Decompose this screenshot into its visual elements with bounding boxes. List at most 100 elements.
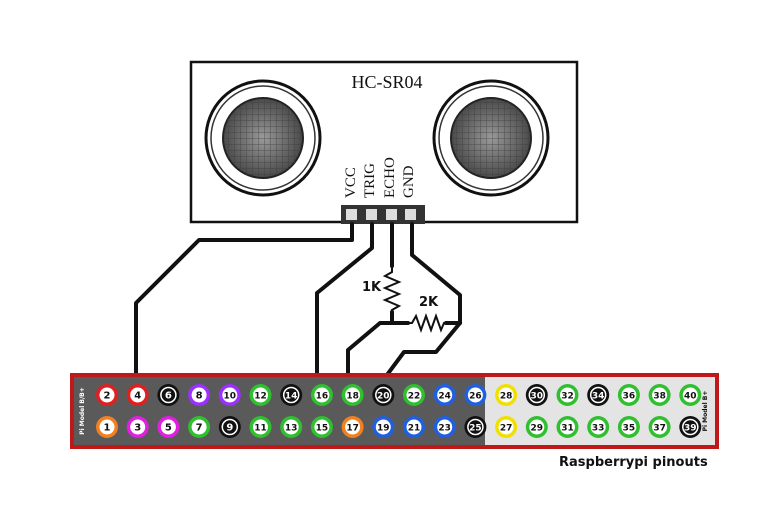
gpio-pin-19: 19 bbox=[372, 416, 395, 438]
gpio-pin-center bbox=[130, 387, 146, 403]
gpio-pin-30: 30 bbox=[525, 384, 548, 406]
gpio-pin-center bbox=[283, 419, 299, 435]
gpio-pin-14: 14 bbox=[280, 384, 303, 406]
gpio-pin-center bbox=[314, 387, 330, 403]
pin-label-trig: TRIG bbox=[362, 163, 378, 198]
hc-sr04-sensor: HC-SR04 VCC TRIG ECHO GND bbox=[189, 60, 579, 224]
gpio-pin-center bbox=[406, 387, 422, 403]
header-caption: Raspberrypi pinouts bbox=[559, 455, 708, 470]
gpio-pin-center bbox=[589, 386, 607, 404]
gpio-pin-23: 23 bbox=[433, 416, 456, 438]
gpio-pin-center bbox=[253, 387, 268, 403]
gpio-pin-center bbox=[437, 419, 453, 435]
gpio-pin-15: 15 bbox=[310, 416, 333, 438]
wire-vcc bbox=[134, 222, 354, 389]
gpio-pin-center bbox=[467, 418, 484, 436]
gpio-pin-number: 5 bbox=[165, 423, 172, 434]
gpio-pin-center bbox=[282, 386, 300, 404]
gpio-pin-38: 38 bbox=[648, 384, 671, 406]
gpio-pin-number: 21 bbox=[408, 424, 421, 434]
gpio-pin-35: 35 bbox=[617, 416, 640, 438]
gpio-pin-center bbox=[314, 419, 330, 435]
gpio-pin-8: 8 bbox=[188, 384, 211, 406]
gpio-pin-number: 34 bbox=[592, 392, 605, 402]
gpio-pin-center bbox=[99, 387, 115, 403]
gpio-pin-22: 22 bbox=[403, 384, 425, 406]
gpio-pin-center bbox=[528, 386, 546, 404]
gpio-pin-39: 39 bbox=[679, 416, 702, 438]
gpio-pin-number: 14 bbox=[285, 392, 298, 402]
gpio-pin-7: 7 bbox=[188, 416, 211, 438]
gpio-pin-34: 34 bbox=[587, 384, 610, 406]
gpio-pin-number: 13 bbox=[285, 424, 298, 434]
sensor-pin-header bbox=[341, 205, 425, 224]
resistor-1k-label: 1K bbox=[362, 280, 382, 295]
gpio-pin-number: 8 bbox=[196, 391, 203, 402]
gpio-pin-number: 37 bbox=[653, 424, 666, 434]
gpio-pin-33: 33 bbox=[587, 416, 610, 438]
gpio-pin-number: 36 bbox=[623, 392, 636, 402]
gpio-pin-number: 18 bbox=[346, 392, 359, 402]
gpio-pin-center bbox=[560, 387, 575, 403]
gpio-pin-number: 10 bbox=[224, 392, 237, 402]
gpio-pin-number: 32 bbox=[561, 392, 574, 402]
pin-label-gnd: GND bbox=[401, 165, 417, 198]
gpio-pin-9: 9 bbox=[218, 416, 241, 438]
gpio-pin-center bbox=[529, 419, 545, 435]
pin-label-echo: ECHO bbox=[382, 157, 398, 198]
gpio-pin-number: 15 bbox=[316, 424, 329, 434]
gpio-pin-37: 37 bbox=[648, 416, 671, 438]
gpio-pin-number: 17 bbox=[346, 424, 359, 434]
wire-gnd bbox=[410, 222, 462, 325]
gpio-pin-number: 2 bbox=[104, 391, 111, 402]
gpio-pin-center bbox=[99, 419, 115, 435]
gpio-pin-5: 5 bbox=[157, 416, 180, 438]
gpio-pin-number: 6 bbox=[165, 391, 172, 402]
gpio-pin-center bbox=[160, 386, 177, 404]
gpio-pin-number: 27 bbox=[500, 424, 513, 434]
gpio-pin-number: 25 bbox=[469, 424, 482, 434]
gpio-pin-number: 26 bbox=[469, 392, 482, 402]
gpio-pin-number: 22 bbox=[408, 392, 421, 402]
gpio-pin-center bbox=[345, 387, 361, 403]
wire-trig bbox=[315, 222, 374, 389]
gpio-pin-25: 25 bbox=[464, 416, 487, 438]
wire-gnd-to-pin20 bbox=[376, 321, 462, 389]
header-side-label-right: Pi Model B+ bbox=[702, 391, 709, 432]
gpio-pin-center bbox=[130, 419, 146, 435]
gpio-pin-center bbox=[437, 387, 453, 403]
gpio-pin-number: 35 bbox=[623, 424, 636, 434]
gpio-pin-36: 36 bbox=[617, 384, 640, 406]
gpio-pin-number: 9 bbox=[226, 423, 233, 434]
gpio-pin-10: 10 bbox=[218, 384, 241, 406]
gpio-pin-number: 24 bbox=[438, 392, 451, 402]
gpio-pin-center bbox=[375, 386, 392, 404]
gpio-pin-17: 17 bbox=[341, 416, 364, 438]
gpio-pin-number: 38 bbox=[653, 392, 666, 402]
gpio-pin-2: 2 bbox=[96, 384, 118, 406]
right-transducer-icon bbox=[432, 79, 550, 197]
gpio-pin-32: 32 bbox=[556, 384, 579, 406]
gpio-pin-center bbox=[375, 419, 391, 435]
header-side-label-left: Pi Model B/B+ bbox=[79, 387, 86, 435]
gpio-pin-18: 18 bbox=[341, 384, 364, 406]
gpio-pin-number: 31 bbox=[561, 424, 574, 434]
gpio-pin-24: 24 bbox=[433, 384, 456, 406]
gpio-pin-number: 19 bbox=[377, 424, 390, 434]
gpio-pin-center bbox=[253, 419, 268, 435]
gpio-pin-number: 7 bbox=[196, 423, 203, 434]
wires bbox=[134, 222, 462, 389]
gpio-pin-13: 13 bbox=[280, 416, 303, 438]
gpio-pin-number: 12 bbox=[254, 392, 267, 402]
gpio-pin-number: 3 bbox=[134, 423, 141, 434]
gpio-pin-number: 40 bbox=[684, 392, 697, 402]
gpio-pin-number: 30 bbox=[531, 392, 544, 402]
gpio-pin-31: 31 bbox=[556, 416, 579, 438]
gpio-pin-21: 21 bbox=[403, 416, 425, 438]
gpio-pin-center bbox=[682, 418, 699, 436]
gpio-pin-center bbox=[621, 419, 637, 435]
gpio-pin-center bbox=[621, 387, 637, 403]
